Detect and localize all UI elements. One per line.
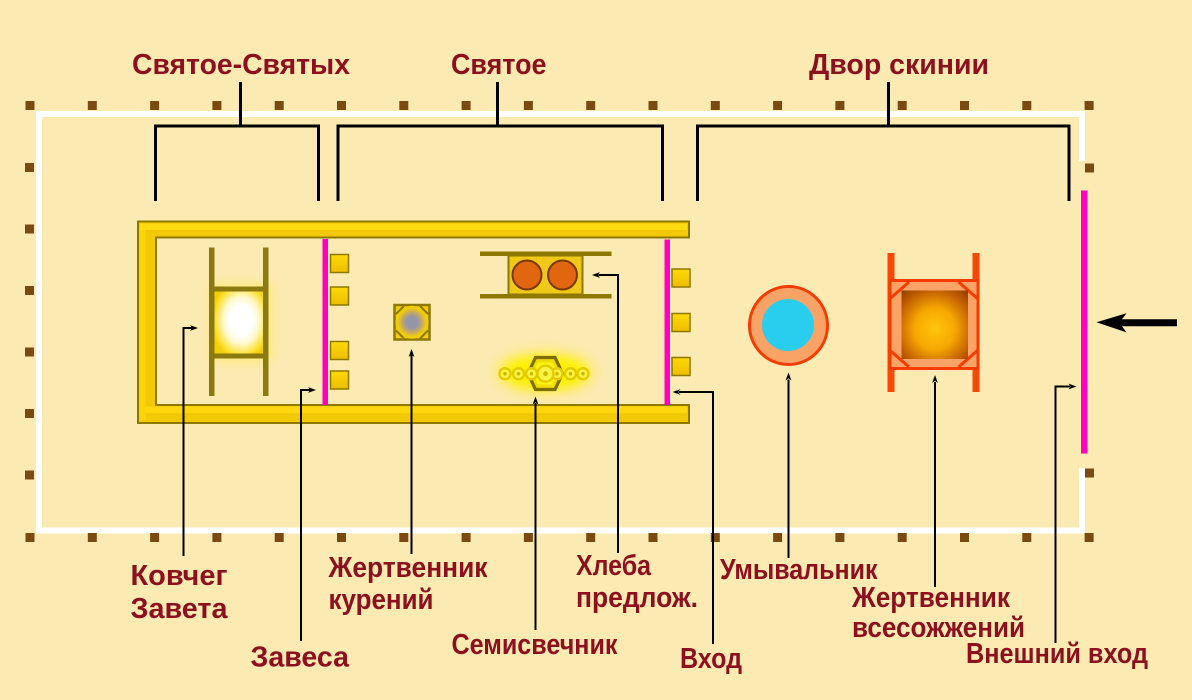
svg-text:Ковчег: Ковчег <box>131 560 228 592</box>
svg-text:всесожжений: всесожжений <box>852 612 1025 644</box>
svg-text:Святое-Святых: Святое-Святых <box>132 49 350 81</box>
svg-text:курений: курений <box>329 584 434 616</box>
svg-text:Жертвенник: Жертвенник <box>328 552 488 584</box>
svg-text:Завеса: Завеса <box>251 642 350 674</box>
svg-text:Завета: Завета <box>131 593 229 625</box>
svg-text:Внешний вход: Внешний вход <box>966 638 1148 670</box>
svg-text:Святое: Святое <box>451 49 547 81</box>
svg-text:Хлеба: Хлеба <box>576 550 652 582</box>
svg-text:Жертвенник: Жертвенник <box>851 582 1010 614</box>
svg-text:предлож.: предлож. <box>576 582 698 614</box>
svg-text:Умывальник: Умывальник <box>720 554 878 586</box>
svg-text:Двор скинии: Двор скинии <box>809 49 989 81</box>
svg-text:Вход: Вход <box>680 643 742 675</box>
svg-text:Семисвечник: Семисвечник <box>452 629 618 661</box>
